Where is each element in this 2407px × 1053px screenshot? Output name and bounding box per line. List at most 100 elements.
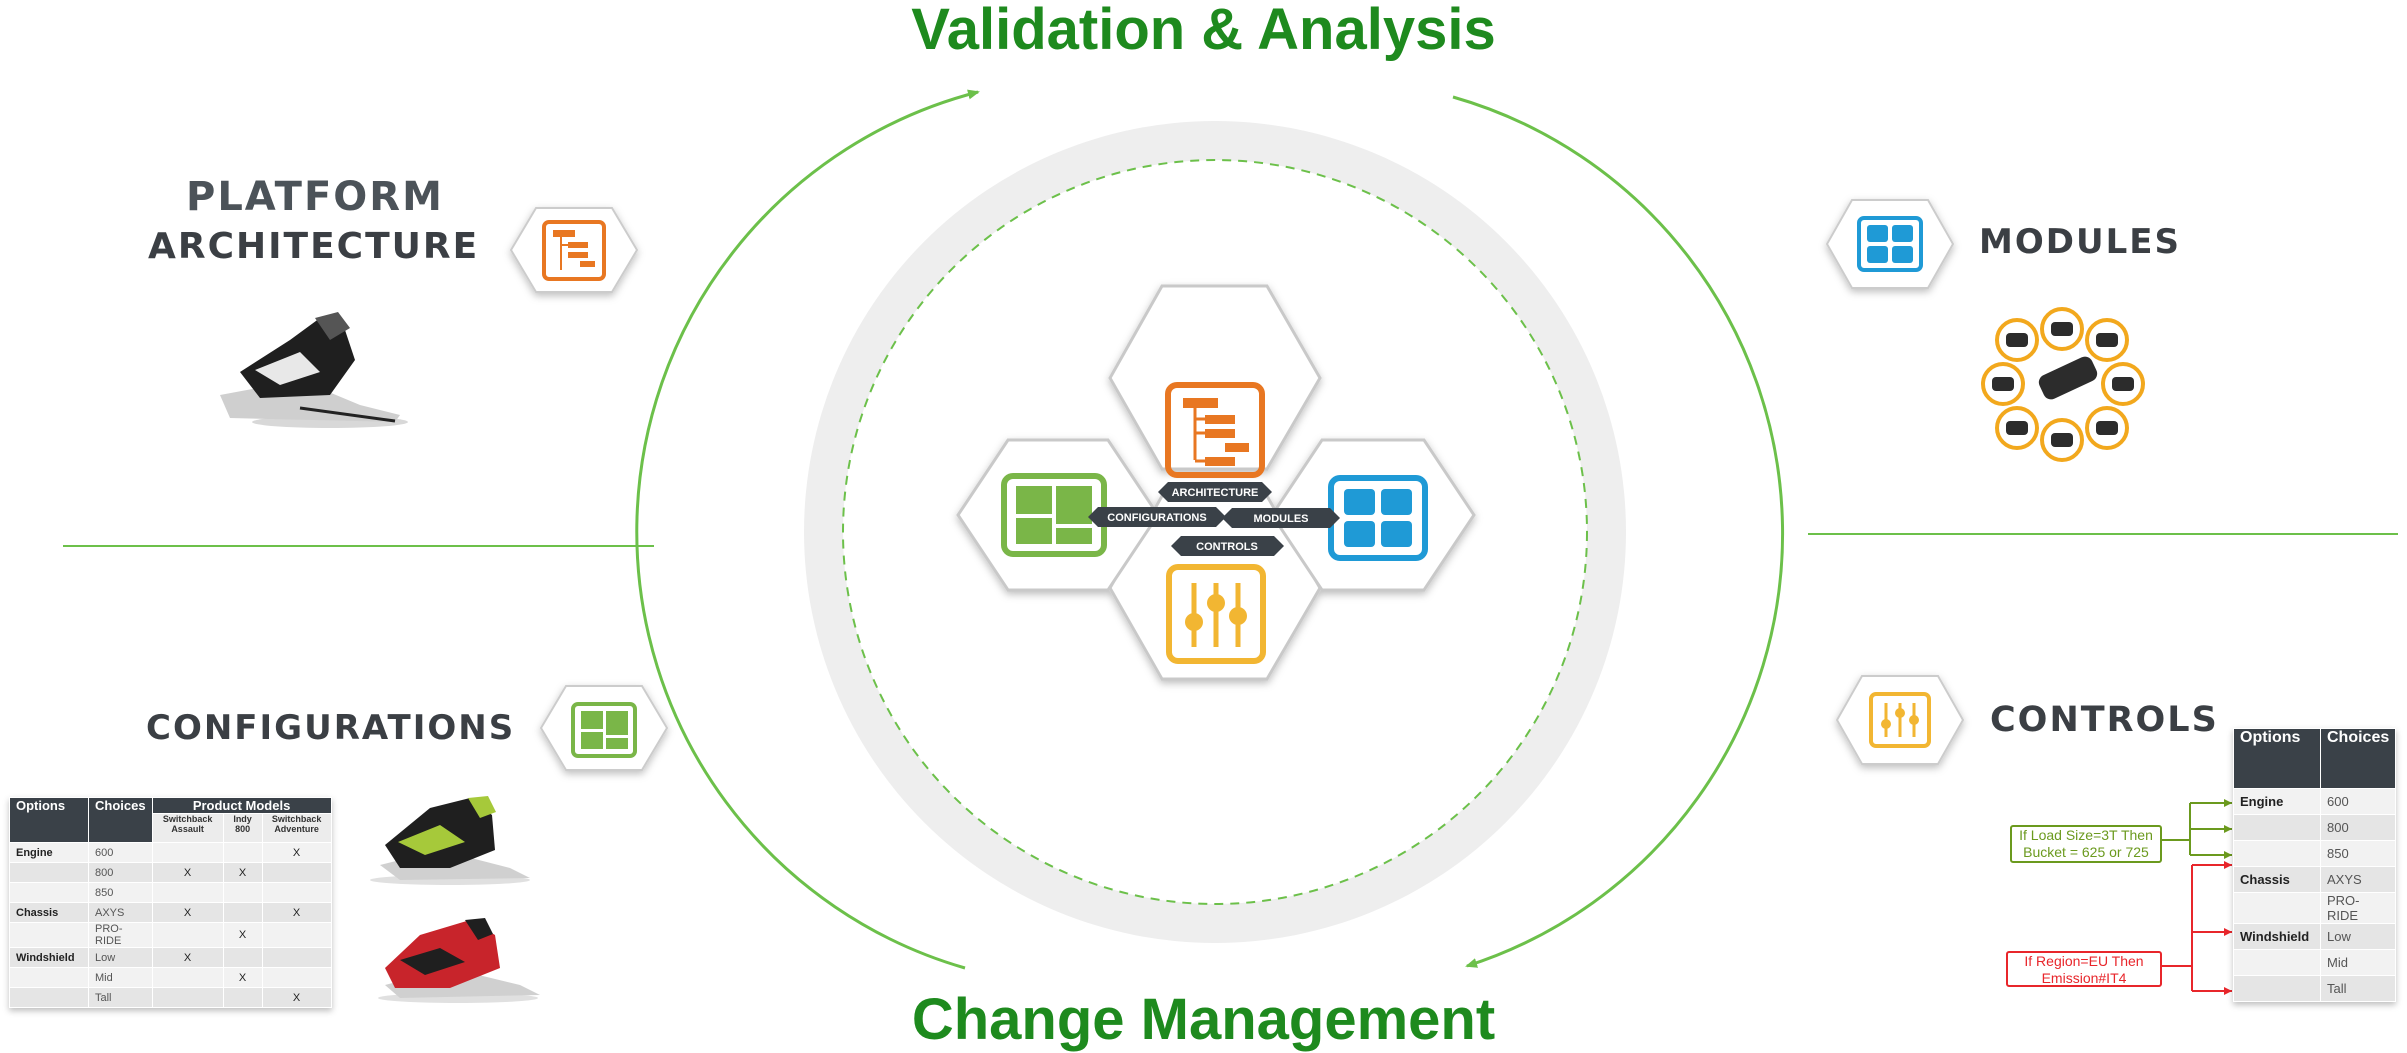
cfg-choice-cell: 800	[88, 862, 153, 883]
ctl-choice-cell: AXYS	[2319, 866, 2397, 893]
ctl-choice-cell: 600	[2319, 788, 2397, 815]
sliders-icon	[1166, 564, 1266, 664]
cfg-option-cell	[9, 862, 89, 883]
cfg-mark-cell: X	[222, 967, 263, 988]
configurations-snowmobile-lime-image	[370, 796, 530, 885]
cfg-mark-cell	[151, 922, 224, 948]
cfg-mark-cell	[261, 882, 332, 903]
rule1-line2: Bucket = 625 or 725	[2023, 844, 2149, 860]
cfg-mark-cell	[222, 882, 263, 903]
cfg-option-cell: Engine	[9, 842, 89, 863]
rule2-line2: Emission#IT4	[2041, 970, 2127, 986]
ctl-table-row: 850	[2233, 840, 2397, 867]
ctl-table-row: 800	[2233, 814, 2397, 841]
dashed-circle	[842, 159, 1588, 905]
ctl-option-cell	[2233, 840, 2321, 867]
modules-hex-badge	[1825, 199, 1955, 289]
cfg-mark-cell	[222, 842, 263, 863]
ctl-option-cell: Windshield	[2233, 923, 2321, 950]
cfg-mark-cell: X	[261, 842, 332, 863]
cfg-table-row: 850	[9, 882, 332, 903]
configurations-puzzle-icon	[571, 702, 637, 758]
modules-banner	[1222, 508, 1340, 528]
banner-modules-label: MODULES	[1254, 513, 1309, 525]
configurations-table: Options Choices Product Models Switchbac…	[9, 797, 332, 1008]
ctl-header-options: Options	[2233, 728, 2321, 789]
cfg-choice-cell: Low	[88, 947, 153, 968]
hex-architecture	[1108, 284, 1322, 471]
configurations-banner	[1088, 507, 1226, 527]
ctl-option-cell: Engine	[2233, 788, 2321, 815]
cfg-table-row: PRO-RIDE X	[9, 922, 332, 948]
platform-org-chart-icon	[542, 220, 606, 281]
ctl-choice-cell: 850	[2319, 840, 2397, 867]
ctl-option-cell	[2233, 814, 2321, 841]
ctl-option-cell	[2233, 975, 2321, 1002]
ctl-option-cell: Chassis	[2233, 866, 2321, 893]
configurations-table-wrap: Options Choices Product Models Switchbac…	[9, 797, 332, 1008]
cfg-mark-cell	[261, 862, 332, 883]
cfg-header-options: Options	[9, 797, 89, 843]
cfg-mark-cell	[151, 882, 224, 903]
modules-four-squares-icon	[1857, 216, 1923, 272]
ctl-table-row: PRO-RIDE	[2233, 892, 2397, 924]
cfg-model-3: Switchback Adventure	[261, 813, 332, 843]
ctl-table-row: Mid	[2233, 949, 2397, 976]
platform-snowmobile-image	[220, 312, 408, 428]
cfg-mark-cell: X	[151, 902, 224, 923]
cfg-mark-cell: X	[222, 922, 263, 948]
architecture-banner	[1158, 482, 1272, 502]
ctl-header-choices: Choices	[2319, 728, 2397, 789]
cfg-option-cell	[9, 922, 89, 948]
modules-title: MODULES	[1979, 222, 2181, 262]
cfg-mark-cell: X	[151, 947, 224, 968]
cfg-choice-cell: AXYS	[88, 902, 153, 923]
configurations-title: CONFIGURATIONS	[146, 708, 516, 748]
architecture-title: ARCHITECTURE	[148, 226, 480, 267]
cfg-mark-cell	[261, 922, 332, 948]
cfg-mark-cell: X	[151, 862, 224, 883]
cfg-mark-cell	[222, 987, 263, 1008]
cfg-model-2: Indy 800	[222, 813, 263, 843]
ctl-choice-cell: Tall	[2319, 975, 2397, 1002]
cfg-choice-cell: PRO-RIDE	[88, 922, 153, 948]
right-cycle-arrow	[1452, 95, 1785, 968]
cfg-model-1: Switchback Assault	[151, 813, 224, 843]
banner-controls-label: CONTROLS	[1196, 541, 1258, 553]
ctl-option-cell	[2233, 892, 2321, 924]
cfg-header-product-models: Product Models	[151, 797, 332, 814]
cfg-option-cell	[9, 882, 89, 903]
validation-analysis-title: Validation & Analysis	[911, 0, 1496, 62]
cfg-choice-cell: 600	[88, 842, 153, 863]
configurations-snowmobile-red-image	[378, 918, 540, 1003]
cfg-option-cell	[9, 967, 89, 988]
cfg-mark-cell: X	[261, 902, 332, 923]
rule2-callout: If Region=EU Then Emission#IT4	[2006, 951, 2162, 987]
org-chart-icon	[1165, 382, 1265, 478]
cfg-choice-cell: 850	[88, 882, 153, 903]
ctl-table-row: Tall	[2233, 975, 2397, 1002]
ctl-choice-cell: 800	[2319, 814, 2397, 841]
ctl-choice-cell: Low	[2319, 923, 2397, 950]
change-management-title: Change Management	[911, 987, 1496, 1052]
ctl-choice-cell: Mid	[2319, 949, 2397, 976]
rule2-line1: If Region=EU Then	[2024, 953, 2144, 969]
banner-configurations-label: CONFIGURATIONS	[1107, 512, 1206, 524]
cfg-mark-cell	[151, 967, 224, 988]
cfg-mark-cell	[222, 947, 263, 968]
cfg-mark-cell	[261, 947, 332, 968]
ctl-option-cell	[2233, 949, 2321, 976]
ctl-choice-cell: PRO-RIDE	[2319, 892, 2397, 924]
rule1-connectors	[2162, 799, 2232, 859]
banner-architecture-label: ARCHITECTURE	[1172, 487, 1259, 499]
